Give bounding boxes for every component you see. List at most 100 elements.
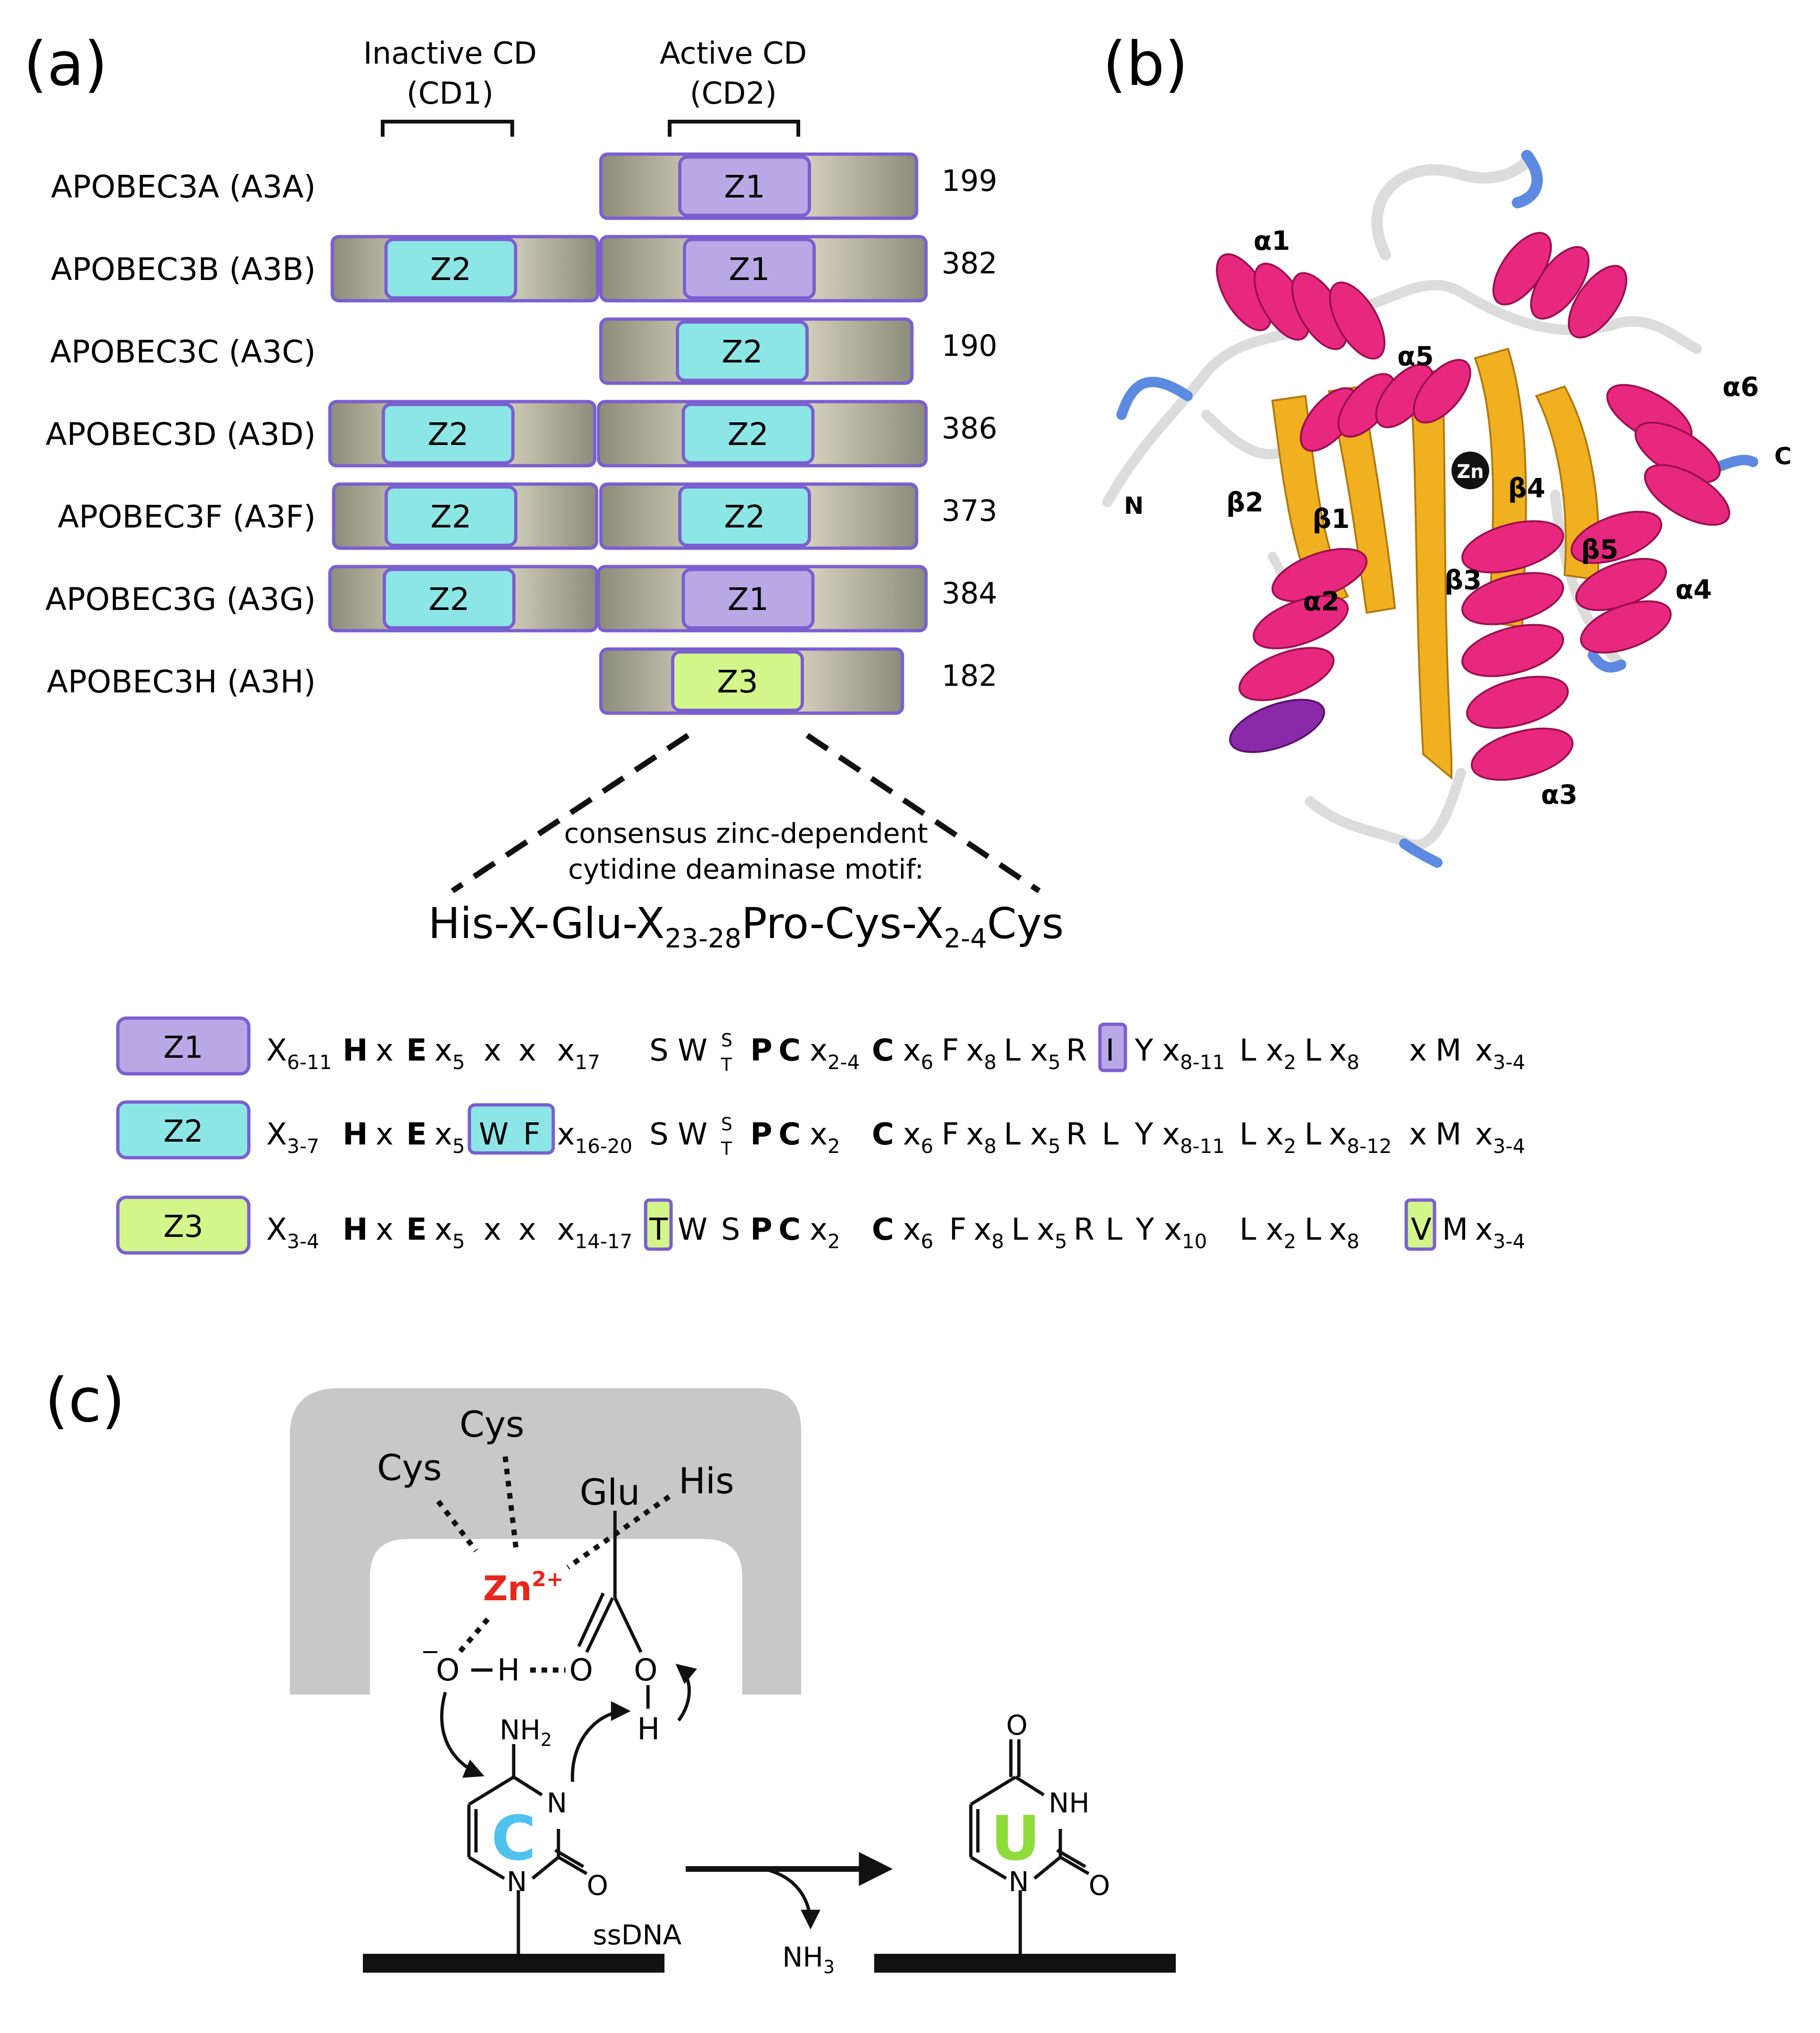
uracil-carbonyl-oxygen: O xyxy=(1089,1869,1110,1901)
label-beta4: β4 xyxy=(1508,473,1545,504)
label-alpha4: α4 xyxy=(1675,575,1712,605)
zone-chip-label: Z2 xyxy=(164,1114,204,1149)
zone-label: Z2 xyxy=(721,334,762,370)
protein-length: 199 xyxy=(942,164,997,198)
nucleophilic-attack-arrow xyxy=(440,1692,484,1778)
alpha-helix-a6 xyxy=(1606,384,1730,526)
panel-c-label: (c) xyxy=(45,1366,125,1436)
protein-name: APOBEC3H (A3H) xyxy=(47,664,316,700)
ssdna-backbone-right xyxy=(874,1954,1176,1973)
protein-length: 190 xyxy=(942,329,997,363)
zone-box-z2 xyxy=(681,403,815,465)
uracil-top-oxygen: O xyxy=(1006,1709,1028,1741)
label-alpha6: α6 xyxy=(1722,372,1759,403)
hydroxide-charge: − xyxy=(421,1638,440,1665)
label-c-terminus: C xyxy=(1774,443,1792,470)
zone-box-z2 xyxy=(383,568,516,630)
panel-a-label: (a) xyxy=(24,29,107,99)
zone-label: Z2 xyxy=(724,499,765,535)
residue-his: His xyxy=(679,1460,734,1502)
zone-chip-z2 xyxy=(116,1100,251,1160)
zone-label: Z2 xyxy=(428,581,469,617)
label-alpha5: α5 xyxy=(1397,341,1434,372)
coil-segment xyxy=(1588,650,1626,673)
glu-double-bond-b xyxy=(577,1592,605,1647)
zone-label: Z1 xyxy=(729,251,770,288)
cd1-bracket xyxy=(381,120,514,137)
ssdna-label: ssDNA xyxy=(593,1919,681,1951)
protein-row: APOBEC3D (A3D) Z2 Z2 386 xyxy=(46,400,997,468)
cd2-header: Active CD (CD2) xyxy=(660,36,807,137)
highlight-I xyxy=(1098,1022,1127,1072)
zone-chip-label: Z1 xyxy=(164,1030,204,1065)
callout-line-right xyxy=(805,733,1041,893)
label-beta2: β2 xyxy=(1226,487,1263,518)
amine-label: NH2 xyxy=(500,1714,552,1750)
label-n-terminus: N xyxy=(1124,492,1144,519)
protein-name: APOBEC3C (A3C) xyxy=(50,334,316,370)
zone-box-z1 xyxy=(681,568,815,630)
zone-box-z3 xyxy=(671,650,804,712)
motif-callout: consensus zinc-dependent cytidine deamin… xyxy=(428,733,1064,954)
zone-label: Z2 xyxy=(728,416,769,453)
protein-length: 373 xyxy=(942,494,997,528)
zone-box-z1 xyxy=(678,155,811,217)
residue-cys-left: Cys xyxy=(377,1447,442,1489)
glu-oxygen-left: O xyxy=(569,1653,593,1688)
protein-name: APOBEC3D (A3D) xyxy=(46,416,316,453)
protein-name: APOBEC3B (A3B) xyxy=(51,251,316,288)
label-beta3: β3 xyxy=(1444,565,1482,596)
coil-segment xyxy=(1399,839,1443,868)
protein-length: 384 xyxy=(942,576,997,610)
coil-segment xyxy=(1371,150,1534,260)
cytosine-ring xyxy=(467,1744,588,1956)
ssdna-backbone-left xyxy=(363,1954,664,1973)
label-alpha2: α2 xyxy=(1303,586,1339,617)
alpha-helix-a4 xyxy=(1570,510,1672,654)
coil-segment xyxy=(1305,768,1466,850)
alpha-helix-a2 xyxy=(1229,548,1368,753)
zone-box-z2 xyxy=(676,320,809,382)
hydroxide-oxygen: O xyxy=(436,1653,459,1688)
residue-glu: Glu xyxy=(580,1471,640,1513)
uracil-ring-nitrogen: N xyxy=(1008,1866,1029,1898)
beta-strand-b3 xyxy=(1408,366,1452,780)
protein-structure-ribbon: Zn xyxy=(1102,150,1758,868)
coil-segment xyxy=(1512,150,1543,208)
protein-row: APOBEC3H (A3H) Z3 182 xyxy=(47,647,997,715)
panel-c: (c) Cys Cys Glu His Zn2+ − O H O O xyxy=(45,1366,1176,1977)
zone-chip-label: Z3 xyxy=(164,1210,204,1244)
substrate-base-c: C xyxy=(491,1803,536,1874)
carbonyl-oxygen: O xyxy=(587,1869,608,1901)
protein-name: APOBEC3F (A3F) xyxy=(58,499,316,535)
zone-label: Z2 xyxy=(427,416,468,453)
beta-strand-b1 xyxy=(1328,385,1396,614)
protein-row: APOBEC3C (A3C) Z2 190 xyxy=(50,317,997,385)
label-alpha3: α3 xyxy=(1541,780,1577,810)
proton-transfer-arrow xyxy=(571,1701,631,1782)
highlight-WF xyxy=(467,1103,555,1155)
zone-label: Z3 xyxy=(717,664,758,700)
cd2-bracket xyxy=(668,120,800,137)
protein-length: 386 xyxy=(942,411,997,445)
glu-single-bond xyxy=(613,1597,643,1653)
zone-box-z2 xyxy=(678,485,811,547)
label-alpha1: α1 xyxy=(1254,226,1290,256)
zone-label: Z2 xyxy=(430,499,471,535)
structure-labels: α1 α2 α3 α4 α5 α6 β1 β2 β3 β4 β5 N C xyxy=(1124,226,1792,810)
alpha-helix-upper-right xyxy=(1492,231,1628,339)
uracil-atoms: O NH N O xyxy=(1006,1709,1110,1901)
zone-chip-z3 xyxy=(116,1195,251,1255)
panel-b: (b) xyxy=(1102,29,1792,868)
protein-row: APOBEC3F (A3F) Z2 Z2 373 xyxy=(58,482,997,550)
protein-length: 182 xyxy=(942,658,997,693)
zinc-coordination xyxy=(436,1456,671,1654)
